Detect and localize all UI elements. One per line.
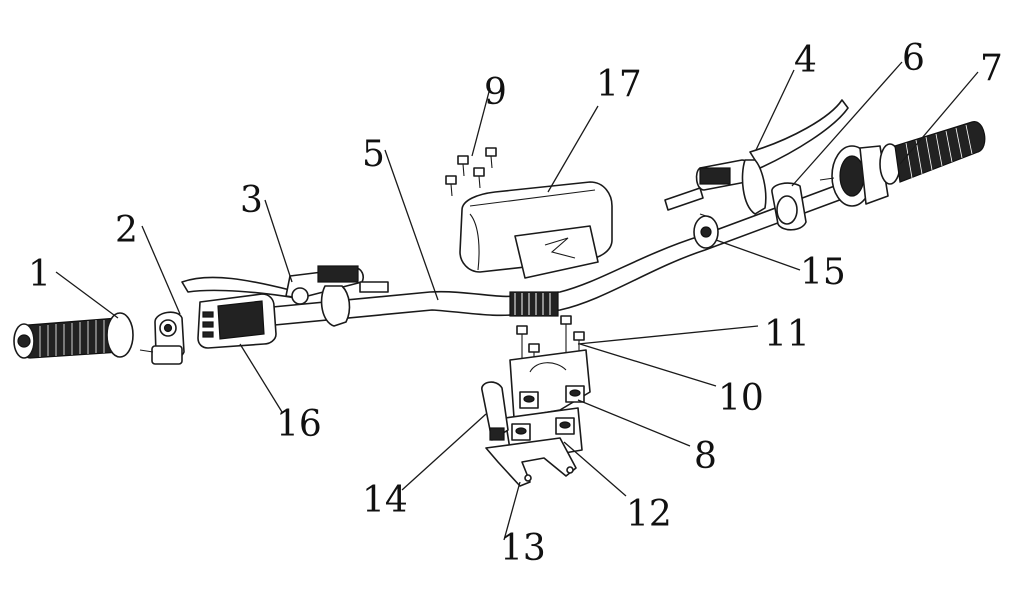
bar-pad (459, 181, 613, 279)
display-unit (197, 293, 277, 349)
left-brake-lever (181, 265, 389, 327)
callout-13: 13 (500, 528, 546, 569)
callout-4: 4 (794, 40, 817, 81)
left-switch (139, 311, 185, 365)
small-clamp (693, 213, 719, 249)
right-grip (879, 121, 986, 185)
bracket (481, 381, 509, 441)
bolts-top (445, 147, 497, 197)
left-grip (13, 312, 134, 359)
callout-6: 6 (902, 38, 925, 79)
callout-14: 14 (362, 480, 408, 521)
mount-plate (485, 437, 577, 487)
right-brake-lever (664, 99, 849, 215)
callout-labels: 1 2 3 4 5 6 7 8 9 10 11 12 13 14 15 16 1… (28, 38, 1003, 569)
callout-3: 3 (240, 180, 263, 221)
callout-12: 12 (626, 494, 672, 535)
callout-7: 7 (980, 48, 1003, 89)
callout-11: 11 (764, 314, 810, 355)
callout-15: 15 (800, 252, 846, 293)
leader-lines (55, 61, 979, 541)
callout-17: 17 (596, 64, 642, 105)
callout-1: 1 (28, 254, 51, 295)
callout-2: 2 (115, 210, 138, 251)
callout-16: 16 (276, 404, 322, 445)
callout-5: 5 (362, 134, 385, 175)
callout-8: 8 (694, 436, 717, 477)
right-clamp (771, 182, 807, 231)
stem-clamp (509, 349, 591, 419)
handlebar-knurl (509, 291, 559, 317)
callout-10: 10 (718, 378, 764, 419)
callout-9: 9 (484, 72, 507, 113)
